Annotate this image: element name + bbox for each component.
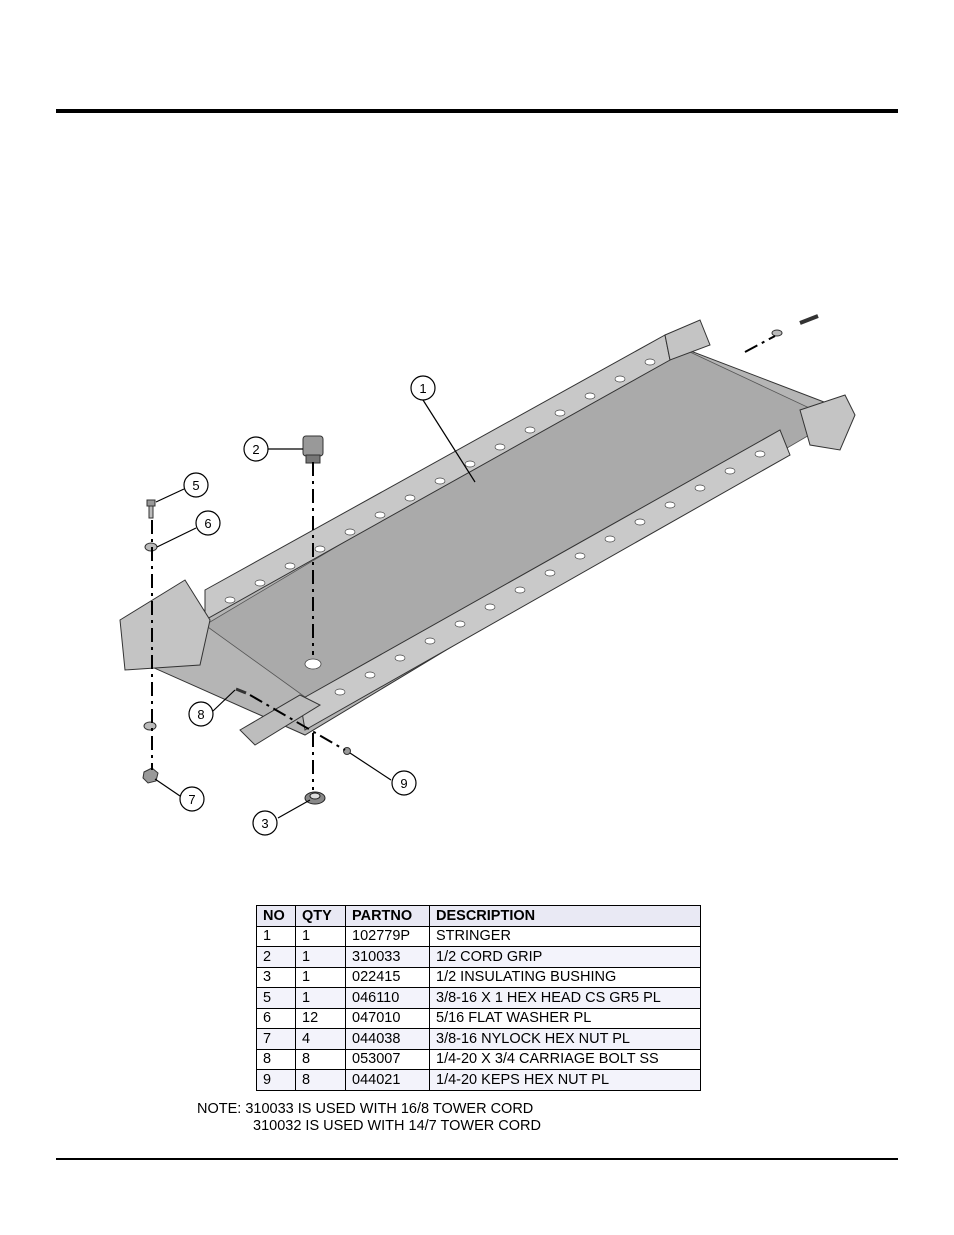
flat-washer-part-lower (143, 721, 157, 731)
header-partno: PARTNO (345, 905, 430, 927)
callout-6: 6 (195, 510, 221, 536)
svg-text:7: 7 (188, 792, 195, 807)
svg-text:1: 1 (419, 381, 426, 396)
nylock-nut-part (142, 767, 159, 784)
table-row: 9 8 044021 1/4-20 KEPS HEX NUT PL (256, 1069, 701, 1091)
bushing-part (304, 791, 326, 805)
cell-description: 3/8-16 X 1 HEX HEAD CS GR5 PL (429, 987, 701, 1009)
table-row: 8 8 053007 1/4-20 X 3/4 CARRIAGE BOLT SS (256, 1048, 701, 1070)
cell-partno: 046110 (345, 987, 430, 1009)
top-rule (56, 109, 898, 113)
table-header-row: NO QTY PARTNO DESCRIPTION (256, 905, 701, 927)
table-row: 5 1 046110 3/8-16 X 1 HEX HEAD CS GR5 PL (256, 987, 701, 1009)
cell-partno: 053007 (345, 1048, 430, 1070)
svg-text:9: 9 (400, 776, 407, 791)
cell-qty: 1 (295, 946, 346, 968)
cell-partno: 022415 (345, 966, 430, 988)
table-row: 6 12 047010 5/16 FLAT WASHER PL (256, 1007, 701, 1029)
cell-qty: 12 (295, 1007, 346, 1029)
header-no: NO (256, 905, 296, 927)
svg-text:5: 5 (192, 478, 199, 493)
cell-description: 3/8-16 NYLOCK HEX NUT PL (429, 1028, 701, 1050)
cell-qty: 1 (295, 925, 346, 947)
cell-no: 6 (256, 1007, 296, 1029)
bottom-rule (56, 1158, 898, 1160)
cell-no: 7 (256, 1028, 296, 1050)
parts-table: NO QTY PARTNO DESCRIPTION 1 1 102779P ST… (256, 905, 701, 1091)
cord-grip-part (302, 435, 324, 464)
callout-5: 5 (183, 472, 209, 498)
cell-partno: 044038 (345, 1028, 430, 1050)
cell-qty: 1 (295, 987, 346, 1009)
note-line-1: 310033 IS USED WITH 16/8 TOWER CORD (245, 1101, 534, 1117)
front-wall-slots (334, 450, 766, 696)
svg-text:2: 2 (252, 442, 259, 457)
cell-qty: 4 (295, 1028, 346, 1050)
cell-partno: 044021 (345, 1069, 430, 1091)
header-qty: QTY (295, 905, 346, 927)
callout-9: 9 (391, 770, 417, 796)
cell-no: 2 (256, 946, 296, 968)
parts-note: NOTE: 310033 IS USED WITH 16/8 TOWER COR… (197, 1101, 541, 1135)
cell-description: 1/2 INSULATING BUSHING (429, 966, 701, 988)
callout-2: 2 (243, 436, 269, 462)
cell-no: 9 (256, 1069, 296, 1091)
carriage-bolt-part (235, 687, 247, 695)
hex-bolt-part (146, 499, 156, 519)
svg-text:3: 3 (261, 816, 268, 831)
exploded-parts-drawing: 1 2 3 5 6 7 8 9 (119, 314, 856, 836)
cell-no: 1 (256, 925, 296, 947)
cell-description: 1/2 CORD GRIP (429, 946, 701, 968)
callout-1: 1 (410, 375, 436, 401)
table-row: 2 1 310033 1/2 CORD GRIP (256, 946, 701, 968)
cell-qty: 8 (295, 1069, 346, 1091)
cell-qty: 8 (295, 1048, 346, 1070)
table-row: 1 1 102779P STRINGER (256, 925, 701, 947)
cell-description: 1/4-20 X 3/4 CARRIAGE BOLT SS (429, 1048, 701, 1070)
callout-3: 3 (252, 810, 278, 836)
table-row: 3 1 022415 1/2 INSULATING BUSHING (256, 966, 701, 988)
cell-partno: 102779P (345, 925, 430, 947)
svg-text:8: 8 (197, 707, 204, 722)
cell-partno: 310033 (345, 946, 430, 968)
svg-text:6: 6 (204, 516, 211, 531)
cell-description: STRINGER (429, 925, 701, 947)
cell-description: 5/16 FLAT WASHER PL (429, 1007, 701, 1029)
note-line-2: 310032 IS USED WITH 14/7 TOWER CORD (253, 1118, 541, 1134)
cell-no: 3 (256, 966, 296, 988)
cell-no: 5 (256, 987, 296, 1009)
callout-leaders (154, 399, 476, 819)
top-right-bolt-part (771, 314, 819, 337)
back-wall-slots (224, 358, 656, 604)
note-label: NOTE: (197, 1101, 242, 1117)
header-description: DESCRIPTION (429, 905, 701, 927)
assembly-centerlines (151, 335, 776, 790)
stringer-part (119, 319, 856, 746)
callout-8: 8 (188, 701, 214, 727)
cell-no: 8 (256, 1048, 296, 1070)
table-row: 7 4 044038 3/8-16 NYLOCK HEX NUT PL (256, 1028, 701, 1050)
cell-description: 1/4-20 KEPS HEX NUT PL (429, 1069, 701, 1091)
cell-qty: 1 (295, 966, 346, 988)
callout-7: 7 (179, 786, 205, 812)
keps-nut-part (343, 747, 351, 755)
cell-partno: 047010 (345, 1007, 430, 1029)
